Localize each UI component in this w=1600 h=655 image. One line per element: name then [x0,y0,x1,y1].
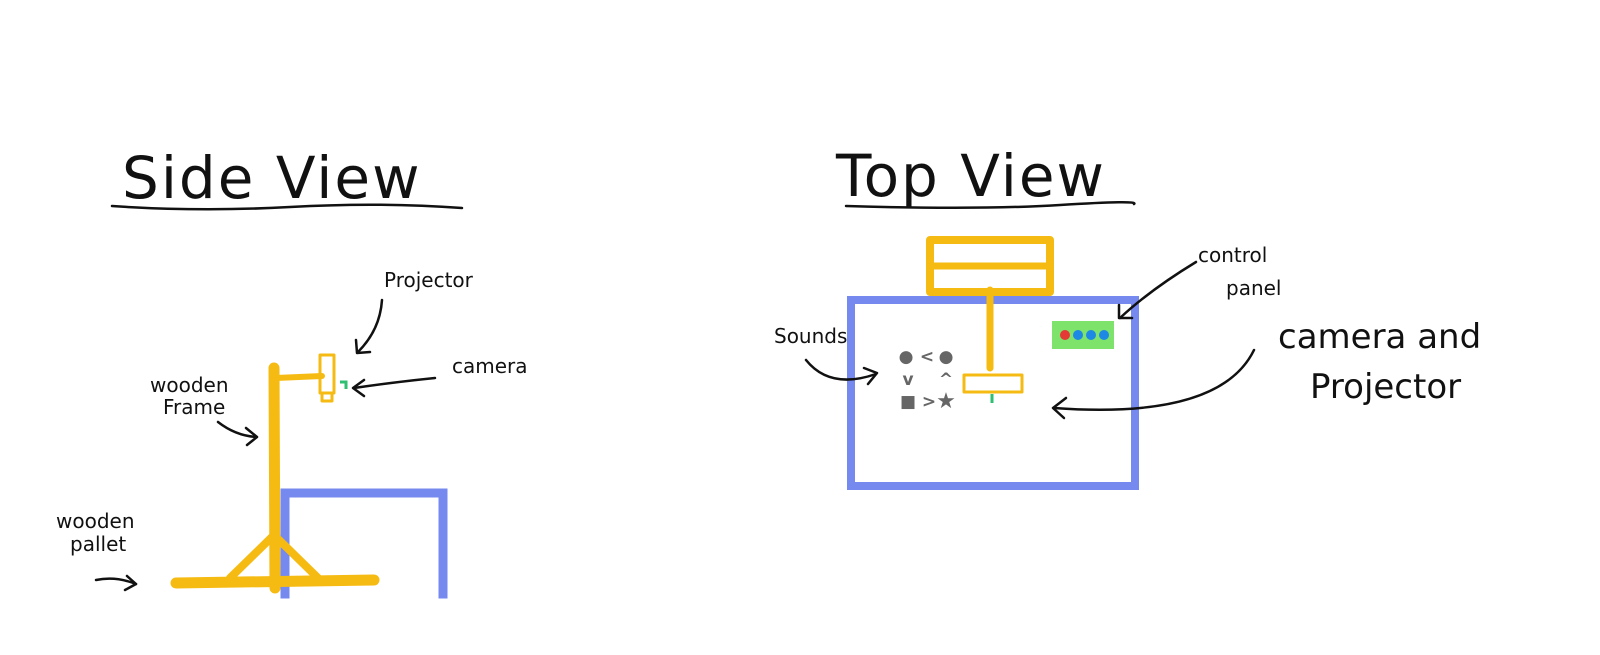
sound-symbol: ● [899,347,914,367]
label-camera-projector-1: camera and [1278,317,1481,357]
projector-lens [320,391,334,403]
control-panel-light [1073,330,1083,340]
label-camera-projector-2: Projector [1310,367,1461,407]
label-wooden-frame-2: Frame [163,395,225,419]
label-wooden-frame-1: wooden [150,373,229,397]
arrow-camera-projector [1051,348,1256,420]
arrow-wooden-pallet [94,574,138,592]
arrow-projector [354,298,384,355]
side-view-title: Side View [122,144,422,212]
control-panel-light [1086,330,1096,340]
label-projector: Projector [384,268,474,292]
sound-symbol: < [920,347,934,367]
wooden-frame-brace [226,531,322,582]
label-wooden-pallet-2: pallet [70,532,126,556]
sound-symbol: v [902,370,913,390]
sound-symbol: ^ [939,370,953,390]
label-wooden-pallet-1: wooden [56,509,135,533]
arrow-sounds [804,358,879,386]
wooden-frame-post [268,362,281,594]
sound-symbol: ★ [936,389,956,414]
side-view: Side View Projector camera wooden Frame … [56,144,528,599]
arrow-camera [351,376,437,398]
sound-symbol: > [922,392,936,412]
sound-symbols: ●<●v^■>★ [899,347,956,414]
top-view: Top View ●<●v^■>★ control panel Sounds c… [774,142,1481,490]
control-panel-lights [1060,330,1109,340]
side-view-title-underline [110,203,464,211]
sound-symbol: ● [939,347,954,367]
sound-symbol: ■ [900,392,916,412]
label-control-panel-2: panel [1226,276,1282,300]
control-panel-light [1060,330,1070,340]
top-view-title: Top View [835,142,1106,210]
arrow-wooden-frame [216,420,259,447]
control-panel-light [1099,330,1109,340]
top-view-title-underline [844,200,1136,210]
label-sounds: Sounds [774,324,847,348]
top-projector-head [962,373,1024,394]
wooden-frame-arm [273,373,325,381]
arrow-control-panel [1117,260,1198,320]
label-camera: camera [452,354,528,378]
camera-icon [340,380,348,389]
label-control-panel-1: control [1198,243,1267,267]
